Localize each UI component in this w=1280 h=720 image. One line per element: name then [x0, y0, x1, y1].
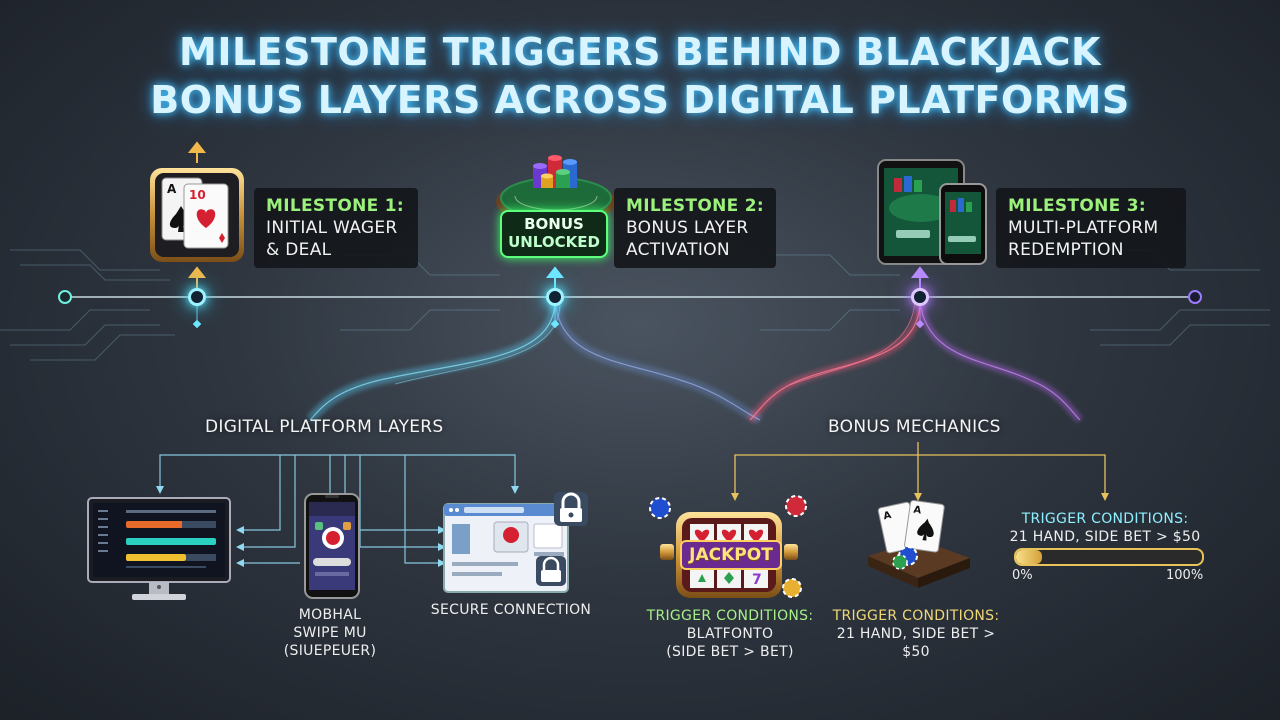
bonus-badge-line1: BONUS — [524, 215, 584, 233]
bonus-badge-line2: UNLOCKED — [508, 233, 600, 251]
mobile-caption-line2: SWIPE MU — [293, 625, 367, 641]
svg-text:10: 10 — [189, 188, 206, 202]
trigger-heading: TRIGGER CONDITIONS: — [1021, 511, 1189, 527]
milestone-2-heading: MILESTONE 2: — [626, 196, 764, 216]
playing-cards-icon: A 10 — [150, 168, 244, 262]
cards-caption-line: 21 HAND, SIDE BET > $50 — [836, 626, 996, 660]
trigger-progress-fill — [1016, 550, 1043, 564]
cards-caption-heading: TRIGGER CONDITIONS: — [832, 608, 1000, 624]
title-line-2: BONUS LAYERS ACROSS DIGITAL PLATFORMS — [150, 78, 1130, 122]
milestone-1-line2: & DEAL — [266, 240, 332, 260]
mobile-caption-line3: (SIUEPEUER) — [283, 643, 377, 659]
trigger-line: 21 HAND, SIDE BET > $50 — [1009, 529, 1201, 545]
milestone-2-line2: ACTIVATION — [626, 240, 730, 260]
milestone-3-heading: MILESTONE 3: — [1008, 196, 1146, 216]
title-line-1: MILESTONE TRIGGERS BEHIND BLACKJACK — [179, 30, 1101, 74]
cards-and-chips-box-icon: A A — [868, 499, 970, 588]
platform-layers-title: DIGITAL PLATFORM LAYERS — [205, 417, 444, 437]
mobile-phone-icon — [304, 493, 360, 599]
trigger-progress-bar — [1014, 548, 1204, 566]
milestone-1-node — [188, 288, 206, 306]
secure-browser-window-icon — [443, 492, 588, 593]
svg-text:7: 7 — [752, 572, 762, 588]
jackpot-trigger-caption: TRIGGER CONDITIONS: BLATFONTO (SIDE BET … — [640, 607, 820, 661]
jackpot-caption-heading: TRIGGER CONDITIONS: — [646, 608, 814, 624]
progress-min-label: 0% — [1012, 568, 1033, 583]
milestone-3-node — [911, 288, 929, 306]
bonus-unlocked-badge: BONUS UNLOCKED — [500, 210, 608, 258]
progress-max-label: 100% — [1166, 568, 1204, 583]
mobile-caption: MOBHAL SWIPE MU (SIUEPEUER) — [270, 606, 390, 660]
milestone-2-label: MILESTONE 2: BONUS LAYER ACTIVATION — [614, 188, 776, 268]
desktop-monitor-icon — [87, 497, 231, 600]
trigger-conditions-block: TRIGGER CONDITIONS: 21 HAND, SIDE BET > … — [1002, 510, 1208, 546]
milestone-2-node — [546, 288, 564, 306]
mobile-caption-line1: MOBHAL — [298, 607, 362, 623]
secure-connection-caption: SECURE CONNECTION — [430, 602, 592, 618]
cards-trigger-caption: TRIGGER CONDITIONS: 21 HAND, SIDE BET > … — [826, 607, 1006, 661]
page-title: MILESTONE TRIGGERS BEHIND BLACKJACK BONU… — [0, 28, 1280, 124]
bonus-mechanics-title: BONUS MECHANICS — [828, 417, 1001, 437]
tablet-and-phone-icon — [877, 159, 987, 265]
svg-text:A: A — [167, 182, 177, 196]
milestone-3-line1: MULTI-PLATFORM — [1008, 218, 1159, 238]
milestone-1-line1: INITIAL WAGER — [266, 218, 398, 238]
milestone-3-label: MILESTONE 3: MULTI-PLATFORM REDEMPTION — [996, 188, 1186, 268]
svg-text:A: A — [882, 510, 892, 522]
milestone-1-heading: MILESTONE 1: — [266, 196, 404, 216]
jackpot-caption-line1: BLATFONTO — [686, 626, 774, 642]
jackpot-sign: JACKPOT — [680, 540, 782, 570]
milestone-3-line2: REDEMPTION — [1008, 240, 1124, 260]
jackpot-caption-line2: (SIDE BET > BET) — [666, 644, 794, 660]
milestone-2-line1: BONUS LAYER — [626, 218, 749, 238]
milestone-1-label: MILESTONE 1: INITIAL WAGER & DEAL — [254, 188, 418, 268]
svg-text:A: A — [913, 505, 922, 517]
